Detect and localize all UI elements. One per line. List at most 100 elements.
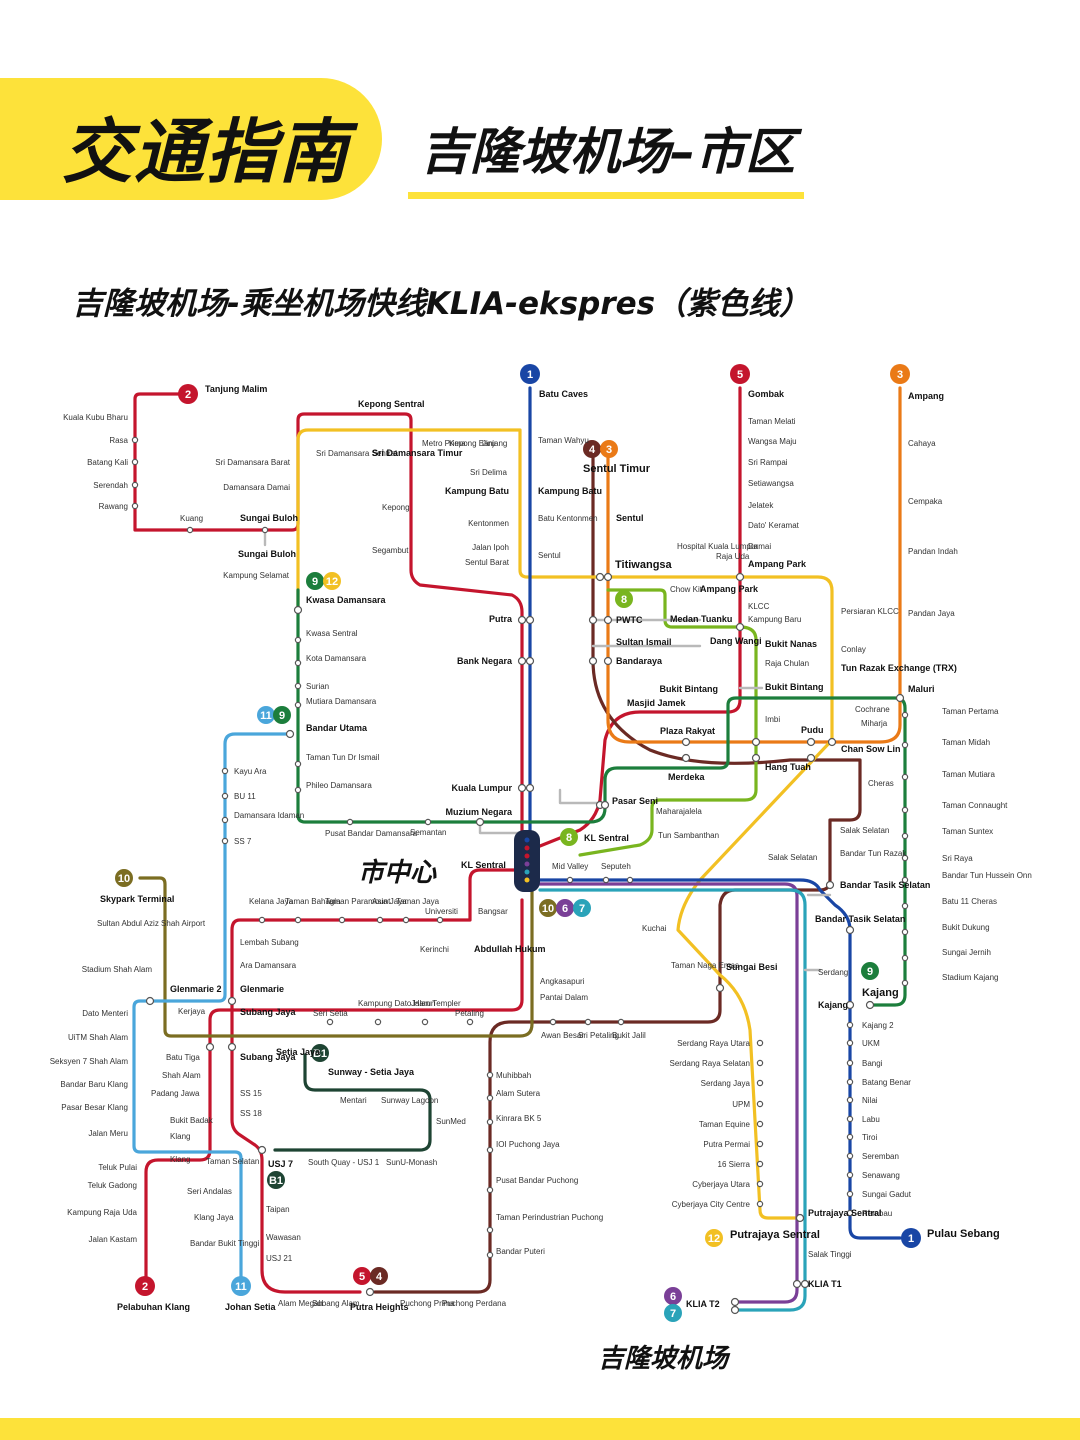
station-taman-perindustrian-puchong: Taman Perindustrian Puchong (496, 1213, 603, 1222)
station-nodes (131, 436, 909, 1315)
line-b1-route (273, 1053, 432, 1152)
badge-line-3-top (890, 364, 910, 384)
station-damansara-idaman: Damansara Idaman (234, 811, 304, 820)
station-imbi: Imbi (765, 715, 780, 724)
badge-line-2-bottom-label: 2 (142, 1281, 148, 1293)
badge-line-12-putrajaya-label: 12 (708, 1233, 720, 1245)
station-pandan-indah: Pandan Indah (908, 547, 958, 556)
station-kampung-dato-harun: Kampung Dato Harun (358, 999, 435, 1008)
station-ss18: SS 18 (240, 1109, 262, 1118)
station-mentari: Mentari (340, 1096, 367, 1105)
station-plaza-rakyat: Plaza Rakyat (660, 726, 715, 736)
station-senawang: Senawang (862, 1171, 900, 1180)
badge-line-4-sentul (583, 440, 601, 458)
line-2-south-route (144, 898, 524, 1282)
station-sri-damansara-timur: Sri Damansara Timur (372, 448, 463, 458)
station-bandar-tasik-selatan-2: Bandar Tasik Selatan (815, 914, 905, 924)
station-serdang: Serdang (818, 968, 848, 977)
badge-line-9-kwasa-label: 9 (312, 576, 318, 588)
station-sri-damansara-sentral: Sri Damansara Sentral (316, 449, 397, 458)
station-jalan-templer: Jalan Templer (411, 999, 461, 1008)
station-taipan: Taipan (266, 1205, 290, 1214)
station-sultan-ismail: Sultan Ismail (616, 637, 672, 647)
station-tanjung-malim: Tanjung Malim (205, 384, 267, 394)
badge-line-5-top-label: 5 (737, 369, 743, 381)
line-badges: 2 1 5 3 4 3 9 12 8 11 9 8 10 10 6 7 9 B1 (115, 364, 921, 1322)
station-johan-setia: Johan Setia (225, 1302, 277, 1312)
station-ioi-puchong-jaya: IOI Puchong Jaya (496, 1140, 560, 1149)
station-batang-benar: Batang Benar (862, 1078, 911, 1087)
station-glenmarie-2: Glenmarie 2 (170, 984, 222, 994)
station-pudu: Pudu (801, 725, 824, 735)
station-klang-jaya: Klang Jaya (194, 1213, 234, 1222)
station-maharajalela: Maharajalela (656, 807, 702, 816)
station-taman-paramount: Taman Paramount (325, 897, 391, 906)
station-taman-equine: Taman Equine (699, 1120, 751, 1129)
badge-line-6-klia (664, 1287, 682, 1305)
connector-lines (263, 528, 832, 972)
station-maluri: Maluri (908, 684, 935, 694)
station-taman-connaught: Taman Connaught (942, 801, 1008, 810)
station-raja-uda: Raja Uda (716, 552, 750, 561)
station-bandar-bukit-tinggi: Bandar Bukit Tinggi (190, 1239, 260, 1248)
station-batang-kali: Batang Kali (87, 458, 128, 467)
station-taman-naga-emas: Taman Naga Emas (671, 961, 739, 970)
station-jelatek: Jelatek (748, 501, 774, 510)
station-sungai-besi: Sungai Besi (726, 962, 778, 972)
station-putrajaya-sentral-2: Putrajaya Sentral (808, 1208, 882, 1218)
station-seremban: Seremban (862, 1152, 899, 1161)
station-bukit-jalil: Bukit Jalil (612, 1031, 646, 1040)
line-7-klia-transit-route (538, 888, 807, 1312)
station-taman-melati: Taman Melati (748, 417, 796, 426)
station-bandar-utama: Bandar Utama (306, 723, 368, 733)
badge-line-1-top (520, 364, 540, 384)
badge-line-9-kajang-label: 9 (867, 966, 873, 978)
station-batu-kentonmen: Batu Kentonmen (538, 514, 598, 523)
station-kampung-batu: Kampung Batu (445, 486, 509, 496)
station-sri-rampai: Sri Rampai (748, 458, 788, 467)
station-klia-t2: KLIA T2 (686, 1299, 720, 1309)
station-pulau-sebang: Pulau Sebang (927, 1228, 1000, 1240)
station-seputeh: Seputeh (601, 862, 631, 871)
station-kepong-baru: Kepong Baru (449, 439, 496, 448)
station-sungai-gadut: Sungai Gadut (862, 1190, 912, 1199)
station-ss15: SS 15 (240, 1089, 262, 1098)
badge-line-12-kwasa (323, 572, 341, 590)
station-raja-chulan: Raja Chulan (765, 659, 809, 668)
station-dato-menteri: Dato Menteri (82, 1009, 128, 1018)
station-wawasan: Wawasan (266, 1233, 301, 1242)
guide-tag-title: 交通指南 (62, 111, 350, 193)
station-seri-andalas: Seri Andalas (187, 1187, 232, 1196)
station-klia-t1: KLIA T1 (808, 1279, 842, 1289)
station-stadium-kajang: Stadium Kajang (942, 973, 998, 982)
station-bandaraya: Bandaraya (616, 656, 663, 666)
station-sri-raya: Sri Raya (942, 854, 973, 863)
station-pasar-besar-klang: Pasar Besar Klang (61, 1103, 128, 1112)
airport-annotation: 吉隆坡机场 (598, 1344, 729, 1374)
station-sentul-barat: Sentul Barat (465, 558, 510, 567)
station-sri-delima: Sri Delima (470, 468, 507, 477)
station-angkasapuri: Angkasapuri (540, 977, 585, 986)
station-kajang: Kajang (862, 987, 899, 999)
station-miharja: Miharja (861, 719, 888, 728)
station-chow-kit: Chow Kit (670, 585, 703, 594)
line-4-route (373, 453, 862, 1294)
station-serdang-raya-utara: Serdang Raya Utara (677, 1039, 750, 1048)
station-sungai-jernih: Sungai Jernih (942, 948, 991, 957)
badge-line-2-bottom (135, 1276, 155, 1296)
station-seksyen7: Seksyen 7 Shah Alam (50, 1057, 129, 1066)
station-pusat-bandar-puchong: Pusat Bandar Puchong (496, 1176, 578, 1185)
badge-line-11-bu-label: 11 (260, 710, 272, 722)
station-usj7: USJ 7 (268, 1159, 293, 1169)
station-taman-wahyu: Taman Wahyu (538, 436, 589, 445)
station-bandar-baru-klang: Bandar Baru Klang (60, 1080, 128, 1089)
route-title-underline (408, 192, 804, 199)
station-kelana-jaya: Kelana Jaya (249, 897, 294, 906)
badge-line-9-bu (273, 706, 291, 724)
station-bandar-tasik-selatan: Bandar Tasik Selatan (840, 880, 930, 890)
badge-line-7-mid-label: 7 (579, 903, 585, 915)
title-tag-background (0, 78, 382, 200)
station-uitm-shah-alam: UiTM Shah Alam (68, 1033, 128, 1042)
station-masjid-jamek: Masjid Jamek (627, 698, 687, 708)
station-kuang: Kuang (180, 514, 203, 523)
